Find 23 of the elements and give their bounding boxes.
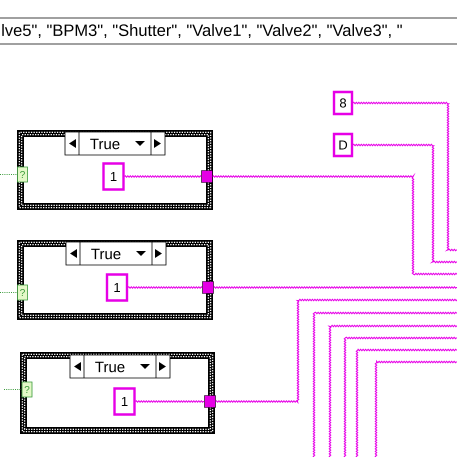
wire (0, 174, 18, 175)
selector-terminal: ? (17, 284, 28, 300)
numeric-constant: 1 (102, 162, 125, 191)
wire (136, 400, 204, 404)
selector-terminal: ? (17, 166, 28, 182)
wire (4, 389, 22, 390)
numeric-constant: 1 (113, 387, 136, 416)
wire (353, 101, 457, 252)
wire (0, 292, 18, 293)
numeric-constant: D (332, 132, 354, 158)
selector-terminal: ? (22, 382, 32, 398)
wire (214, 286, 457, 290)
wire (216, 298, 457, 404)
output-tunnel (201, 170, 213, 183)
output-tunnel (202, 281, 214, 294)
wire (124, 174, 202, 178)
wire (212, 172, 457, 276)
string-array-constant: lve5", "BPM3", "Shutter", "Valve1", "Valve2", "Valve3", " (0, 18, 457, 44)
numeric-constant: 8 (332, 90, 354, 116)
wire (353, 143, 457, 264)
output-tunnel (204, 395, 216, 408)
numeric-constant: 1 (106, 273, 128, 302)
wire (128, 286, 202, 290)
